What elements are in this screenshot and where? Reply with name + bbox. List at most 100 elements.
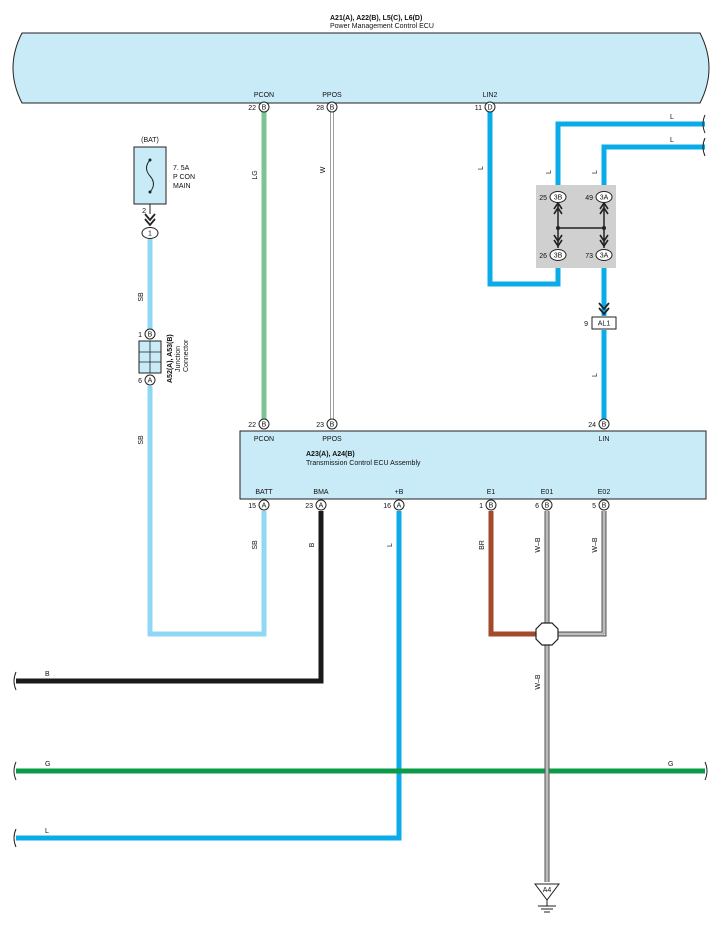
pin-tcu-ppos: B 23 (316, 418, 338, 430)
fuse-source: (BAT) (141, 137, 159, 144)
wire-label-w: W (320, 166, 327, 173)
tcu-ppos-label: PPOS (322, 436, 342, 443)
jb-node-right (602, 226, 606, 230)
power-management-ecu-body (12, 32, 710, 104)
pin-conn: A (397, 503, 402, 510)
wire-sb-junction-batt (147, 386, 267, 637)
pin-circle (485, 499, 497, 511)
wire-label-b-vert: B (309, 542, 316, 547)
pin-circle (326, 101, 338, 113)
fuse-rating: 7. 5A (173, 165, 190, 172)
fuse-pin: 2 (142, 208, 146, 215)
break-mark-right-upper (702, 114, 706, 134)
junction-block: 3B 25 3A 49 3B 26 3A 73 (536, 185, 616, 268)
wire-label-l-lin: L (592, 373, 599, 377)
al1-arrow (598, 302, 610, 316)
jb-conn-25 (549, 191, 567, 203)
junction-conn-top: B (148, 332, 153, 339)
tcu-codes: A23(A), A24(B) (306, 451, 355, 458)
jb-node-left (556, 226, 560, 230)
jb-conn-26-label: 3B (554, 253, 563, 260)
pin-conn: A (262, 503, 267, 510)
wire-label-sb-2: SB (138, 435, 145, 445)
e02-label: E02 (598, 489, 611, 496)
pin-conn: B (262, 105, 267, 112)
pin-circle (315, 499, 327, 511)
wire-label-lg: LG (252, 170, 259, 179)
pin-num: 1 (479, 503, 483, 510)
power-management-ecu: A21(A), A22(B), L5(C), L6(D) Power Manag… (12, 15, 710, 104)
jb-pin-73: 73 (585, 253, 593, 260)
wire-label-br: BR (479, 540, 486, 550)
top-ecu-name: Power Management Control ECU (330, 23, 434, 30)
fuse-symbol (146, 159, 154, 193)
pin-circle (484, 101, 496, 113)
ground-triangle (534, 883, 560, 901)
pin-num: 23 (316, 422, 324, 429)
break-mark-right-lower (702, 137, 706, 157)
pin-tcu-lin: B 24 (588, 418, 610, 430)
tcu-lin-label: LIN (599, 436, 610, 443)
fuse-connector-arrow (144, 213, 156, 227)
pin-circle (393, 499, 405, 511)
pin-top-pcon: B 22 (248, 101, 270, 113)
pin-num: 23 (305, 503, 313, 510)
junction-pin-top-num: 1 (138, 332, 142, 339)
pin-num: 15 (248, 503, 256, 510)
top-pcon-label: PCON (254, 92, 274, 99)
al1-pin: 9 (584, 321, 588, 328)
top-lin2-label: LIN2 (483, 92, 498, 99)
jb-pin-25: 25 (539, 195, 547, 202)
wire-label-l-upper: L (670, 114, 674, 121)
junction-pin-top (144, 328, 156, 340)
pin-num: 22 (248, 422, 256, 429)
jb-conn-73 (595, 249, 613, 261)
pin-circle (258, 418, 270, 430)
wire-l-plusb (16, 511, 402, 841)
pin-circle (326, 418, 338, 430)
plusb-label: +B (395, 489, 404, 496)
wire-b-bma (16, 511, 324, 684)
e1-label: E1 (487, 489, 496, 496)
wire-label-sb-3: SB (252, 540, 259, 550)
jb-arrow-73 (599, 234, 609, 248)
transmission-control-ecu: A23(A), A24(B) Transmission Control ECU … (239, 430, 707, 500)
pin-num: 22 (248, 105, 256, 112)
pin-conn: B (545, 503, 550, 510)
transmission-control-ecu-body (239, 430, 707, 500)
wire-label-l-49: L (592, 170, 599, 174)
pin-circle (598, 418, 610, 430)
junction-pin-bottom (144, 374, 156, 386)
fuse-conn: 1 (148, 231, 152, 238)
junction-name-1: Junction (175, 346, 182, 372)
jb-conn-49 (595, 191, 613, 203)
pin-circle (598, 499, 610, 511)
break-mark-left-l (13, 828, 17, 848)
jb-conn-26 (549, 249, 567, 261)
wire-label-l-plusb: L (387, 543, 394, 547)
wire-label-l-lower: L (670, 137, 674, 144)
pin-e02: B 5 (592, 499, 610, 511)
pin-conn: B (262, 422, 267, 429)
pin-circle (258, 101, 270, 113)
wire-br-e1 (488, 511, 537, 637)
top-ppos-label: PPOS (322, 92, 342, 99)
tcu-pcon-label: PCON (254, 436, 274, 443)
pin-num: 24 (588, 422, 596, 429)
wire-l-right-upper (555, 121, 705, 192)
bma-label: BMA (313, 489, 329, 496)
pin-num: 16 (383, 503, 391, 510)
wire-label-g-right: G (668, 761, 673, 768)
junction-conn-bottom: A (148, 378, 153, 385)
pin-conn: D (487, 105, 492, 112)
junction-codes: A52(A), A53(B) (167, 334, 174, 383)
jb-pin-26: 26 (539, 253, 547, 260)
wire-wb-e02-outline (558, 511, 607, 637)
pin-conn: A (319, 503, 324, 510)
pin-num: 5 (592, 503, 596, 510)
pin-e01: B 6 (535, 499, 553, 511)
pin-num: 11 (475, 105, 482, 112)
splice-point (535, 622, 559, 646)
wire-label-l-horiz: L (45, 828, 49, 835)
